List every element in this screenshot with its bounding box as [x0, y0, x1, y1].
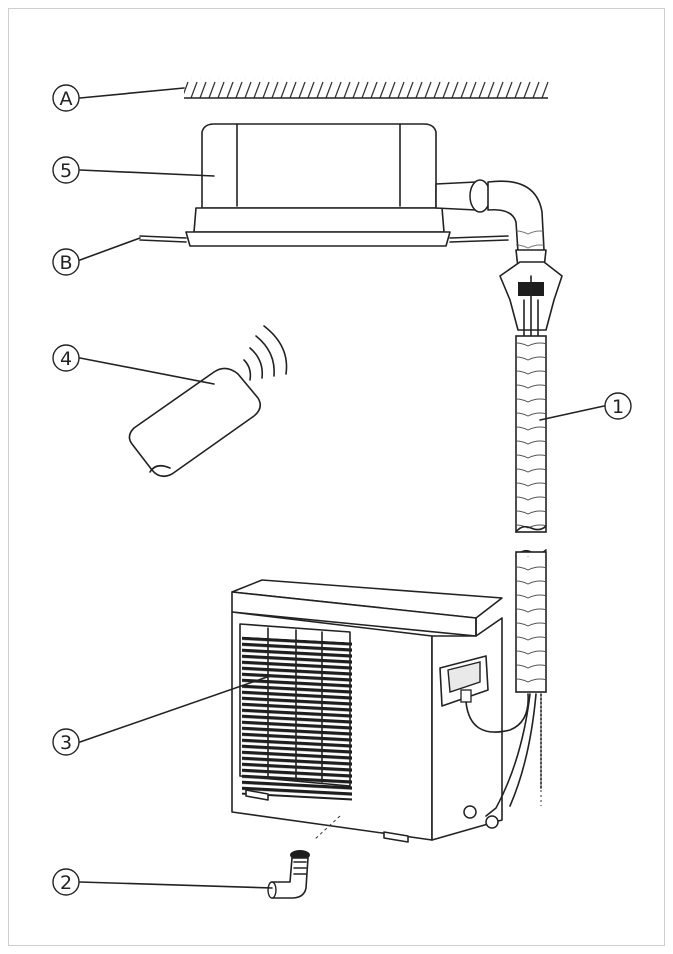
insulated-pipe-lower — [515, 549, 547, 693]
indoor-cassette-unit — [139, 123, 509, 247]
diagram-frame — [8, 8, 665, 946]
insulated-pipe-upper — [515, 335, 547, 533]
label-1: 1 — [604, 392, 632, 420]
svg-text:B: B — [59, 252, 72, 274]
leader-lines — [79, 87, 605, 889]
label-4: 4 — [52, 344, 80, 372]
svg-text:A: A — [60, 88, 73, 110]
remote-control — [128, 325, 288, 478]
label-2: 2 — [52, 868, 80, 896]
label-A: A — [52, 84, 80, 112]
label-B: B — [52, 248, 80, 276]
svg-text:3: 3 — [60, 732, 72, 754]
pipe-clamp — [499, 261, 563, 341]
label-3: 3 — [52, 728, 80, 756]
label-5: 5 — [52, 156, 80, 184]
svg-text:5: 5 — [60, 160, 72, 182]
ceiling — [184, 78, 550, 99]
svg-text:1: 1 — [612, 396, 624, 418]
pipe-elbow — [435, 179, 547, 269]
svg-text:2: 2 — [60, 872, 72, 894]
outdoor-unit — [231, 579, 503, 843]
drain-hose — [267, 815, 341, 899]
connection-lines — [463, 693, 542, 829]
svg-text:4: 4 — [60, 348, 72, 370]
